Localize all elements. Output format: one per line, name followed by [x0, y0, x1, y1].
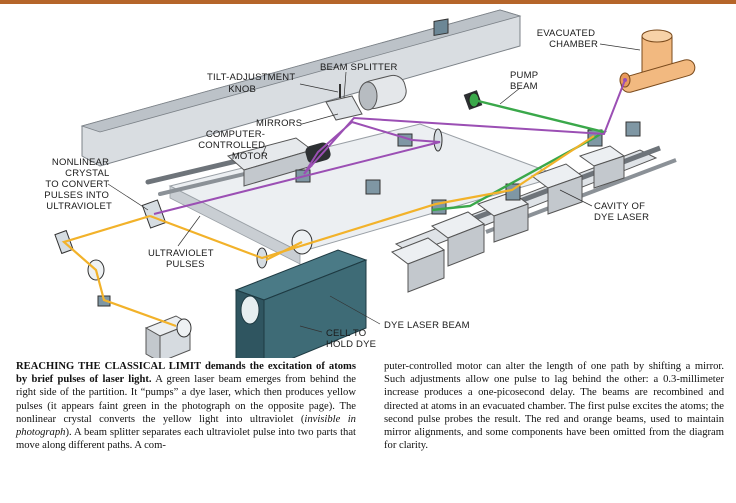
lower-laser-lens	[176, 318, 192, 338]
leader-beam-splitter	[343, 71, 347, 99]
leader-mirrors	[301, 113, 339, 125]
caption-right-column: puter-controlled motor can alter the len…	[384, 360, 724, 452]
label-beam-splitter: BEAM SPLITTER	[320, 62, 398, 73]
partition-top-edge	[80, 9, 522, 133]
label-cell-dye: CELL TO HOLD DYE	[326, 328, 376, 350]
cavity-block-3-side	[493, 203, 529, 243]
caption-lead: REACHING THE CLASSICAL LIMIT demands the…	[16, 361, 356, 386]
apparatus-diagram: BEAM SPLITTER TILT-ADJUSTMENT KNOB MIRRO…	[44, 9, 696, 358]
caption-italic: invisible in photograph	[16, 413, 356, 439]
chamber-top	[641, 29, 673, 43]
leader-cell	[299, 325, 323, 333]
mirror-5	[625, 121, 641, 137]
leader-pump	[499, 87, 521, 105]
cavity-block-5-side	[407, 249, 445, 293]
leader-motor	[261, 145, 267, 157]
leader-tilt-knob	[299, 83, 339, 93]
cavity-block-2-side	[547, 175, 583, 215]
label-cavity: CAVITY OF DYE LASER	[594, 201, 649, 223]
splitter-cylinder-end	[358, 81, 378, 111]
caption-text-3: puter-controlled motor can alter the len…	[384, 361, 724, 452]
dye-cavity	[256, 129, 677, 293]
uv-beam	[153, 79, 626, 215]
top-rule	[0, 0, 736, 4]
table-slab-side	[169, 185, 301, 265]
caption-left-column: REACHING THE CLASSICAL LIMIT demands the…	[16, 360, 356, 452]
cavity-block-4-side	[447, 223, 485, 267]
label-uv-pulses: ULTRAVIOLET PULSES	[148, 248, 216, 270]
dye-beam-to-cell	[265, 241, 303, 261]
lens-1	[433, 128, 443, 152]
label-mirrors: MIRRORS	[256, 118, 302, 129]
caption-text-1: A green laser beam emerges from behind t…	[16, 374, 356, 425]
leader-dye-beam	[329, 295, 381, 325]
label-tilt-knob: TILT-ADJUSTMENT KNOB	[207, 72, 298, 95]
pump-beam	[431, 98, 608, 212]
mirror-1	[433, 18, 449, 37]
dye-beam-cavity	[149, 135, 595, 260]
dye-cell-window	[240, 295, 260, 325]
dye-beam	[61, 214, 177, 328]
leader-crystal	[107, 183, 149, 211]
label-nonlinear-crystal: NONLINEAR CRYSTAL TO CONVERT PULSES INTO…	[44, 157, 112, 212]
leader-chamber	[599, 43, 641, 51]
cavity-block-1-side	[593, 155, 625, 189]
label-computer-motor: COMPUTER- CONTROLLED MOTOR	[198, 129, 268, 162]
caption-text-2: ). A beam splitter separates each ultrav…	[16, 427, 356, 452]
mirror-3	[365, 179, 381, 195]
dye-cell-side	[263, 259, 367, 358]
splitter-mount	[325, 95, 363, 121]
leader-uv	[177, 215, 201, 247]
lower-laser-front	[145, 327, 161, 358]
label-pump-beam: PUMP BEAM	[510, 70, 541, 92]
label-dye-laser-beam: DYE LASER BEAM	[384, 320, 470, 331]
label-evacuated-chamber: EVACUATED CHAMBER	[537, 28, 598, 50]
leader-cavity	[559, 189, 593, 207]
